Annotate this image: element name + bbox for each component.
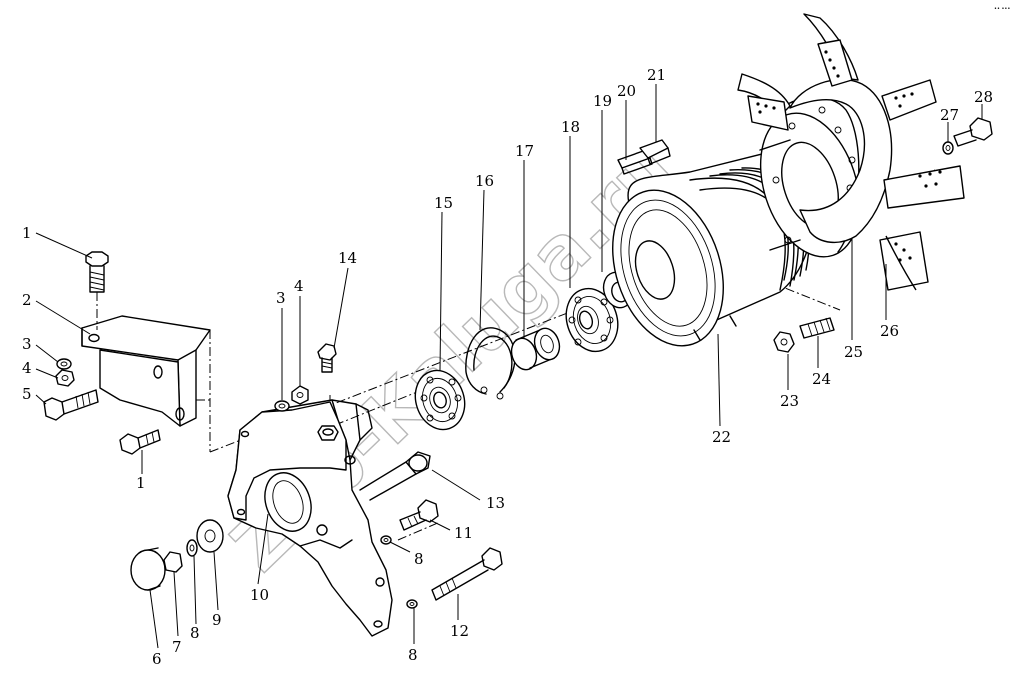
callout-4b: 4	[294, 277, 304, 295]
corner-mark: •• •••	[994, 6, 1010, 12]
callout-22: 22	[712, 428, 731, 446]
callout-18: 18	[561, 118, 580, 136]
callout-6: 6	[152, 650, 162, 668]
bolt-part-1-lower	[119, 429, 161, 455]
callout-10: 10	[250, 586, 269, 604]
callout-26: 26	[880, 322, 899, 340]
callout-3b: 3	[276, 289, 286, 307]
pin-part-13	[359, 451, 431, 501]
callout-13: 13	[486, 494, 505, 512]
callout-27: 27	[940, 106, 959, 124]
callout-5: 5	[22, 385, 32, 403]
callout-24: 24	[812, 370, 831, 388]
callout-4a: 4	[22, 359, 32, 377]
callout-17: 17	[515, 142, 534, 160]
bolt-part-28	[942, 117, 993, 155]
cap-stack-6-9	[130, 519, 224, 591]
callout-2: 2	[22, 291, 32, 309]
callout-25: 25	[844, 343, 863, 361]
callout-8c: 8	[190, 624, 200, 642]
callout-21: 21	[647, 66, 666, 84]
bearing-part-15	[414, 369, 466, 431]
callout-8b: 8	[408, 646, 418, 664]
callout-1a: 1	[22, 224, 32, 242]
key-part-21	[639, 139, 671, 165]
callout-15: 15	[434, 194, 453, 212]
callout-3a: 3	[22, 335, 32, 353]
housing-plate-part-10	[227, 399, 393, 637]
callout-8a: 8	[414, 550, 424, 568]
callout-9: 9	[212, 611, 222, 629]
bolt-part-11	[380, 499, 439, 545]
bolt-part-1-top	[85, 251, 109, 330]
stud-part-24	[799, 317, 835, 339]
grease-fitting-part-14	[317, 343, 339, 441]
nut-part-23	[773, 331, 795, 353]
spacer-sleeve-part-17	[510, 327, 561, 371]
callout-12: 12	[450, 622, 469, 640]
bearing-part-18	[565, 287, 619, 353]
callout-16: 16	[475, 172, 494, 190]
callout-11: 11	[454, 524, 473, 542]
callout-7: 7	[172, 638, 182, 656]
callout-1b: 1	[136, 474, 146, 492]
callout-23: 23	[780, 392, 799, 410]
bracket-part-2	[81, 315, 211, 452]
callouts: 1 2 3 4 5 1 3 4 14 15 16 17 18 19 20 21	[22, 66, 993, 668]
fastener-group-upper	[274, 385, 309, 412]
fan-part-26	[737, 13, 965, 291]
callout-14: 14	[338, 249, 357, 267]
bolt-part-12	[406, 547, 503, 609]
fastener-group-left	[43, 358, 99, 421]
key-part-20	[617, 149, 653, 175]
callout-20: 20	[617, 82, 636, 100]
callout-28: 28	[974, 88, 993, 106]
callout-19: 19	[593, 92, 612, 110]
